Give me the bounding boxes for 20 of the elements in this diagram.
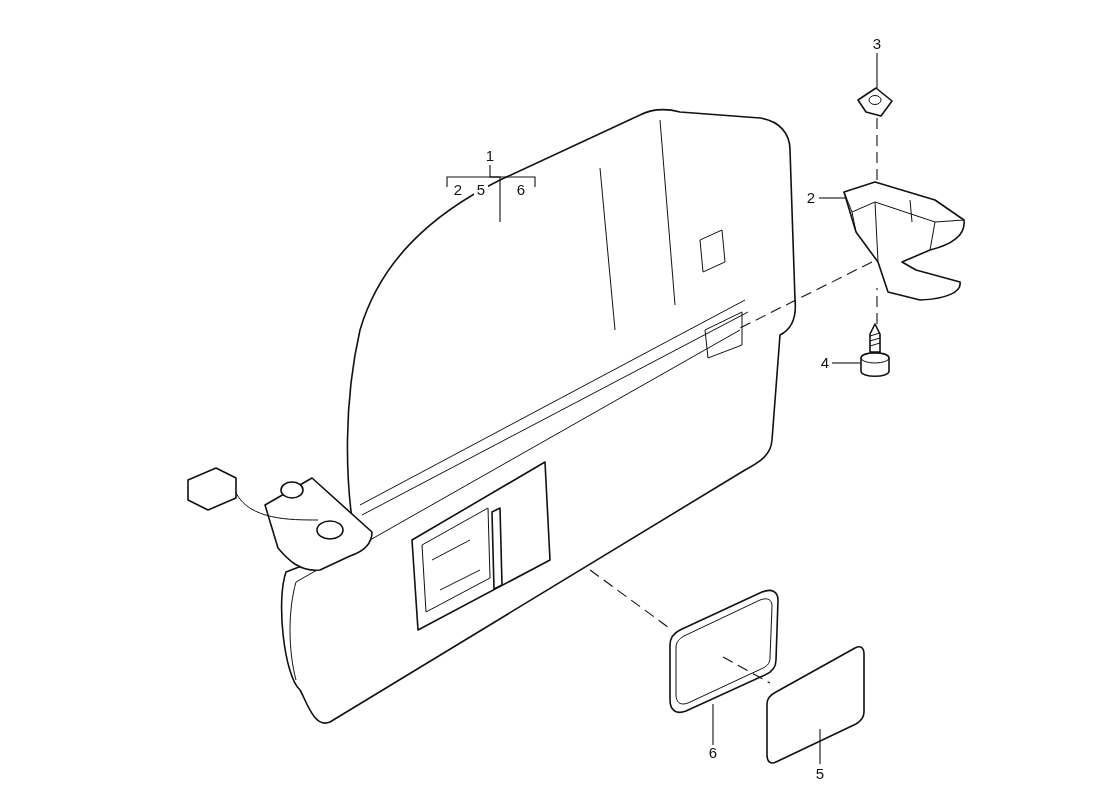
callout-number: 4: [818, 355, 832, 371]
clip-nut-drawing: [854, 85, 896, 119]
dashed-assembly-line: [739, 261, 873, 329]
dashed-assembly-line: [876, 287, 878, 325]
leader-line: [818, 197, 848, 199]
callout-number: 1: [483, 148, 497, 164]
callout-number: 2: [804, 190, 818, 206]
leader-line: [712, 703, 714, 746]
dashed-assembly-line: [876, 117, 878, 183]
callout-number: 2: [451, 182, 465, 198]
dashed-assembly-line: [722, 656, 771, 684]
leader-line: [489, 164, 501, 223]
leader-line: [876, 52, 878, 89]
callout-number: 6: [706, 745, 720, 761]
leader-line: [831, 362, 861, 364]
callout-number: 5: [813, 766, 827, 782]
leader-line: [819, 728, 821, 765]
callout-number: 3: [870, 36, 884, 52]
callout-number: 5: [474, 182, 488, 198]
callout-number: 6: [514, 182, 528, 198]
